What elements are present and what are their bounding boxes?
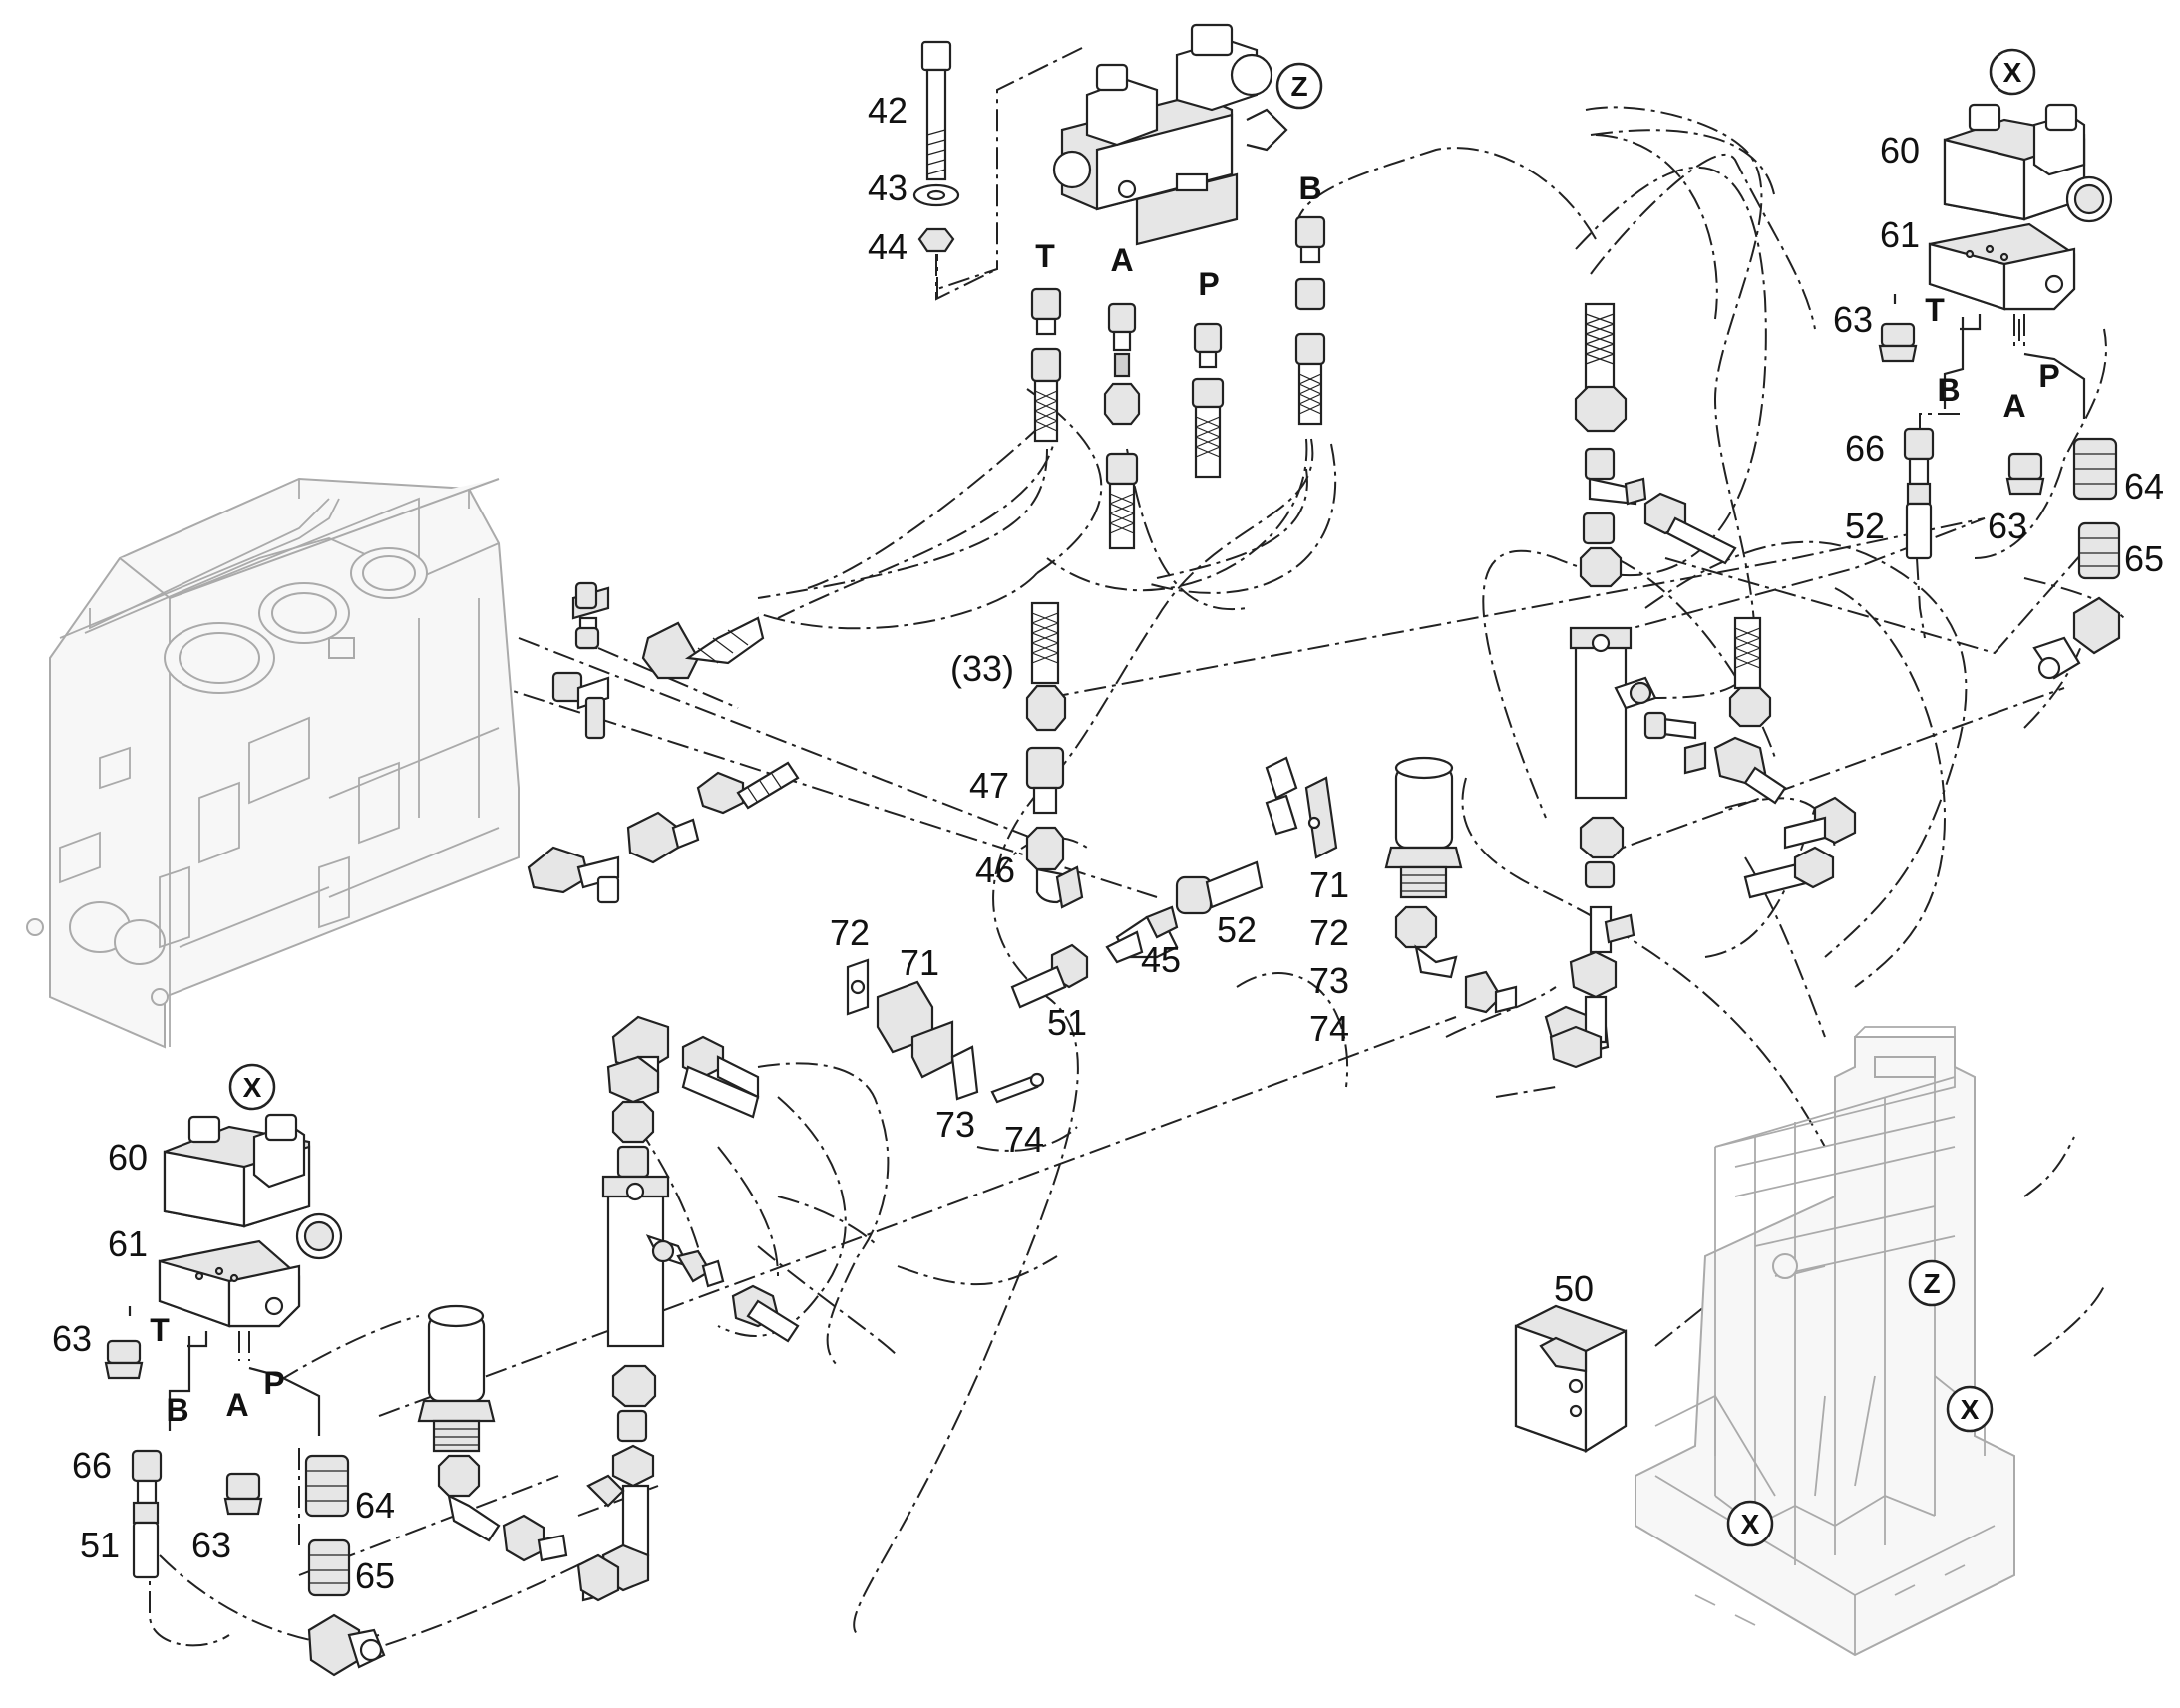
label-63-left-bottom: 63	[191, 1525, 231, 1565]
label-47: 47	[969, 765, 1009, 806]
nut-44	[917, 227, 955, 253]
port-xr-a: A	[2002, 388, 2025, 424]
label-60-right: 60	[1880, 130, 1920, 171]
label-63-right-bottom: 63	[1988, 506, 2027, 546]
label-65-left: 65	[355, 1555, 395, 1596]
label-52-center: 52	[1217, 909, 1257, 950]
svg-text:X: X	[1961, 1394, 1980, 1425]
label-61-right: 61	[1880, 214, 1920, 255]
bracket-50	[1514, 1304, 1628, 1453]
filter-lower	[417, 1304, 620, 1602]
filter-center	[1384, 756, 1610, 1059]
label-63-right-top: 63	[1833, 299, 1873, 340]
port-z-p: P	[1198, 266, 1219, 302]
port-xl-b: B	[166, 1392, 188, 1428]
marker-x-frame-left: X	[1726, 1500, 1774, 1547]
label-64-right: 64	[2124, 466, 2164, 507]
label-66-right: 66	[1845, 428, 1885, 469]
label-73-upper: 73	[1309, 960, 1349, 1001]
label-42: 42	[868, 90, 908, 131]
label-61-left: 61	[108, 1223, 148, 1264]
connection-lines	[149, 47, 2125, 1656]
label-71-lower: 71	[900, 942, 939, 983]
svg-text:X: X	[2003, 57, 2022, 88]
label-44: 44	[868, 226, 908, 267]
port-z-a: A	[1110, 242, 1133, 278]
label-51-center: 51	[1047, 1002, 1087, 1043]
tee-block-right	[1549, 302, 1657, 1069]
gearbox-housing	[26, 477, 520, 1049]
clamp-upper	[1265, 756, 1338, 859]
label-74-upper: 74	[1309, 1008, 1349, 1049]
port-xl-a: A	[225, 1387, 248, 1423]
port-xr-t: T	[1925, 292, 1945, 328]
bolt-51-center	[1010, 943, 1089, 1009]
label-72-lower: 72	[830, 912, 870, 953]
valve-x-left-lines	[128, 1306, 321, 1436]
port-labels: T A P B T B A P T B A P	[150, 171, 2059, 1428]
port-xl-p: P	[263, 1365, 284, 1401]
marker-x-right: X	[1989, 48, 2036, 96]
washer-43	[912, 183, 960, 207]
svg-text:Z: Z	[1923, 1268, 1940, 1299]
svg-text:Z: Z	[1290, 71, 1307, 102]
fitting-assembly-center	[1025, 601, 1264, 964]
label-74-lower: 74	[1004, 1119, 1044, 1160]
port-xr-b: B	[1937, 372, 1960, 408]
valve-x-right-lines	[1893, 294, 2086, 639]
fitting-assembly-lower	[581, 1015, 800, 1602]
label-72-upper: 72	[1309, 912, 1349, 953]
right-fittings	[1643, 492, 1857, 899]
label-65-right: 65	[2124, 538, 2164, 579]
clamp-lower	[846, 958, 1045, 1104]
marker-z-top: Z	[1275, 62, 1323, 110]
svg-text:X: X	[243, 1072, 262, 1103]
label-45: 45	[1141, 939, 1181, 980]
valve-z	[1052, 23, 1288, 246]
part-number-labels: 42 43 44 (33) 47 46 45 52 51 71 72 73 74…	[52, 90, 2164, 1596]
valve-x-right	[1928, 103, 2113, 311]
label-52-right: 52	[1845, 506, 1885, 546]
port-xr-p: P	[2038, 358, 2059, 394]
label-64-left: 64	[355, 1485, 395, 1526]
port-z-t: T	[1035, 238, 1055, 274]
marker-x-left: X	[228, 1063, 276, 1111]
label-51-left: 51	[80, 1525, 120, 1565]
label-60-left: 60	[108, 1137, 148, 1178]
fittings-valve-x-right	[1878, 322, 2121, 680]
fittings-valve-z	[1030, 215, 1326, 550]
label-71-upper: 71	[1309, 864, 1349, 905]
label-50: 50	[1554, 1268, 1594, 1309]
bolt-42	[920, 40, 952, 181]
marker-z-frame: Z	[1908, 1259, 1956, 1307]
label-46: 46	[975, 850, 1015, 890]
marker-x-frame-right: X	[1946, 1385, 1994, 1433]
valve-x-left	[158, 1113, 343, 1328]
label-73-lower: 73	[935, 1104, 975, 1145]
fittings-gearbox	[527, 581, 800, 904]
label-33: (33)	[950, 648, 1014, 689]
port-z-b: B	[1298, 171, 1321, 206]
svg-text:X: X	[1741, 1509, 1760, 1539]
label-66-left: 66	[72, 1445, 112, 1486]
port-xl-t: T	[150, 1312, 170, 1348]
label-43: 43	[868, 168, 908, 208]
machine-frame	[1635, 1026, 2015, 1657]
label-63-left-top: 63	[52, 1318, 92, 1359]
fittings-valve-x-left	[104, 1339, 386, 1677]
